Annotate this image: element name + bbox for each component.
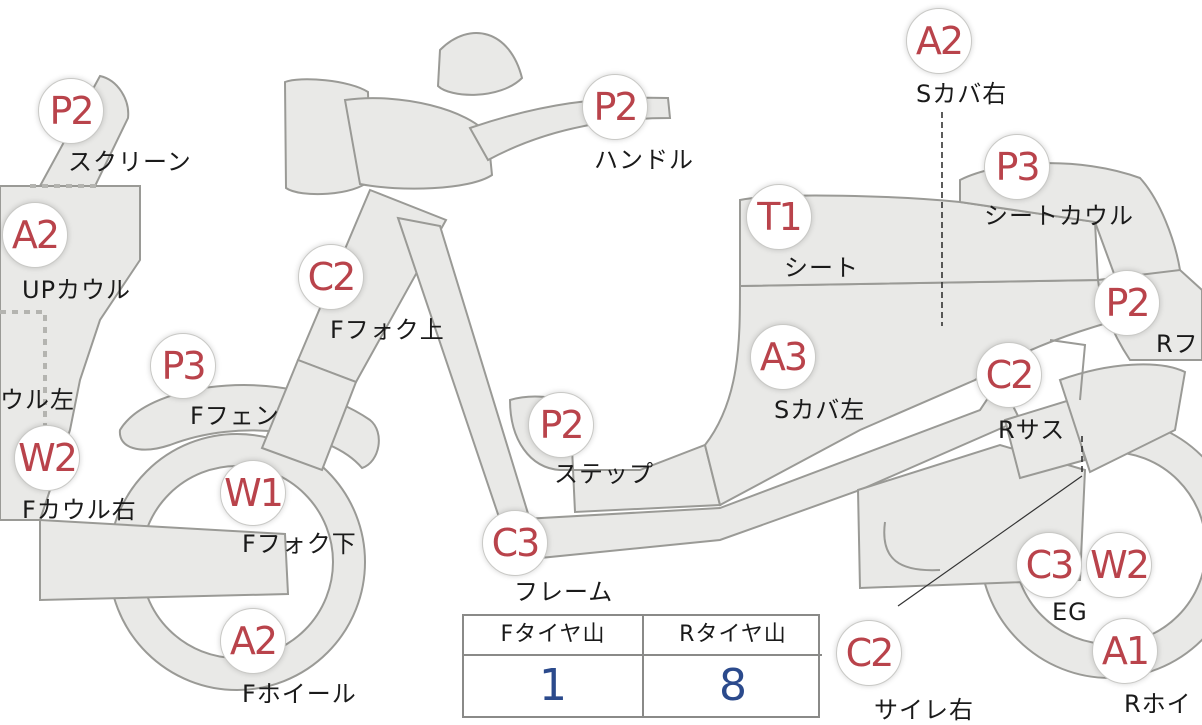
mirror-shape — [436, 32, 524, 96]
front-cowl-lower-shape — [39, 518, 290, 602]
part-label-f-fork-lower: Fフォク下 — [242, 530, 357, 558]
fork-lower-shape — [260, 358, 358, 472]
grade-badge-seat-cowl: P3 — [984, 134, 1050, 200]
grade-badge-r-fender: P2 — [1094, 270, 1160, 336]
part-label-r-fender: Rフ — [1156, 330, 1199, 358]
grade-badge-screen: P2 — [38, 78, 104, 144]
grade-badge-f-wheel: A2 — [220, 608, 286, 674]
grade-badge-f-fork-lower: W1 — [220, 460, 286, 526]
grade-badge-eg: C3 — [1016, 532, 1082, 598]
grade-badge-r-sus: C2 — [976, 342, 1042, 408]
tire-tread-table: Fタイヤ山 1 Rタイヤ山 8 — [462, 614, 822, 718]
grade-badge-f-fender: P3 — [150, 333, 216, 399]
grade-badge-handle: P2 — [582, 74, 648, 140]
front-tire-value: 1 — [539, 660, 567, 711]
rear-tire-column: Rタイヤ山 8 — [642, 616, 822, 716]
grade-badge-up-cowl: A2 — [2, 202, 68, 268]
grade-badge-s-cover-left: A3 — [750, 324, 816, 390]
part-label-seat-cowl: シートカウル — [984, 202, 1134, 230]
grade-badge-s-cover-right: A2 — [906, 8, 972, 74]
part-label-up-cowl: UPカウル — [22, 276, 132, 304]
part-label-r-sus: Rサス — [998, 416, 1066, 444]
part-label-f-wheel: Fホイール — [242, 680, 357, 708]
part-label-cowl-left: ウル左 — [0, 386, 75, 414]
side-cover-shape — [703, 278, 1127, 507]
grade-badge-f-fork-upper: C2 — [298, 244, 364, 310]
part-label-frame: フレーム — [514, 578, 614, 606]
rear-tire-header: Rタイヤ山 — [644, 616, 822, 656]
part-label-step: ステップ — [554, 460, 654, 488]
part-label-screen: スクリーン — [68, 148, 192, 176]
grade-badge-eg-w2: W2 — [1086, 532, 1152, 598]
grade-badge-silencer-right: C2 — [836, 620, 902, 686]
rear-tire-value: 8 — [719, 660, 747, 711]
rear-sus-shape — [1003, 398, 1087, 480]
part-label-seat: シート — [784, 254, 859, 282]
part-label-r-wheel: Rホイ — [1124, 690, 1192, 718]
handlebar-body-shape — [343, 97, 494, 190]
grade-badge-frame: C3 — [482, 510, 548, 576]
grade-badge-r-wheel: A1 — [1092, 618, 1158, 684]
part-label-s-cover-left: Sカバ左 — [774, 396, 866, 424]
part-label-silencer-right: サイレ右 — [874, 696, 974, 724]
part-label-f-fork-upper: Fフォク上 — [330, 316, 445, 344]
part-label-handle: ハンドル — [594, 146, 694, 174]
part-label-f-cowl-right: Fカウル右 — [22, 496, 137, 524]
part-label-f-fender: Fフェン — [190, 402, 280, 430]
part-label-eg: EG — [1052, 598, 1088, 626]
grade-badge-seat: T1 — [746, 184, 812, 250]
grade-badge-step: P2 — [528, 392, 594, 458]
part-label-s-cover-right: Sカバ右 — [916, 80, 1008, 108]
front-tire-header: Fタイヤ山 — [464, 616, 642, 656]
frame-down-tube — [396, 216, 532, 537]
front-tire-column: Fタイヤ山 1 — [464, 616, 642, 716]
grade-badge-f-cowl-right: W2 — [14, 425, 80, 491]
